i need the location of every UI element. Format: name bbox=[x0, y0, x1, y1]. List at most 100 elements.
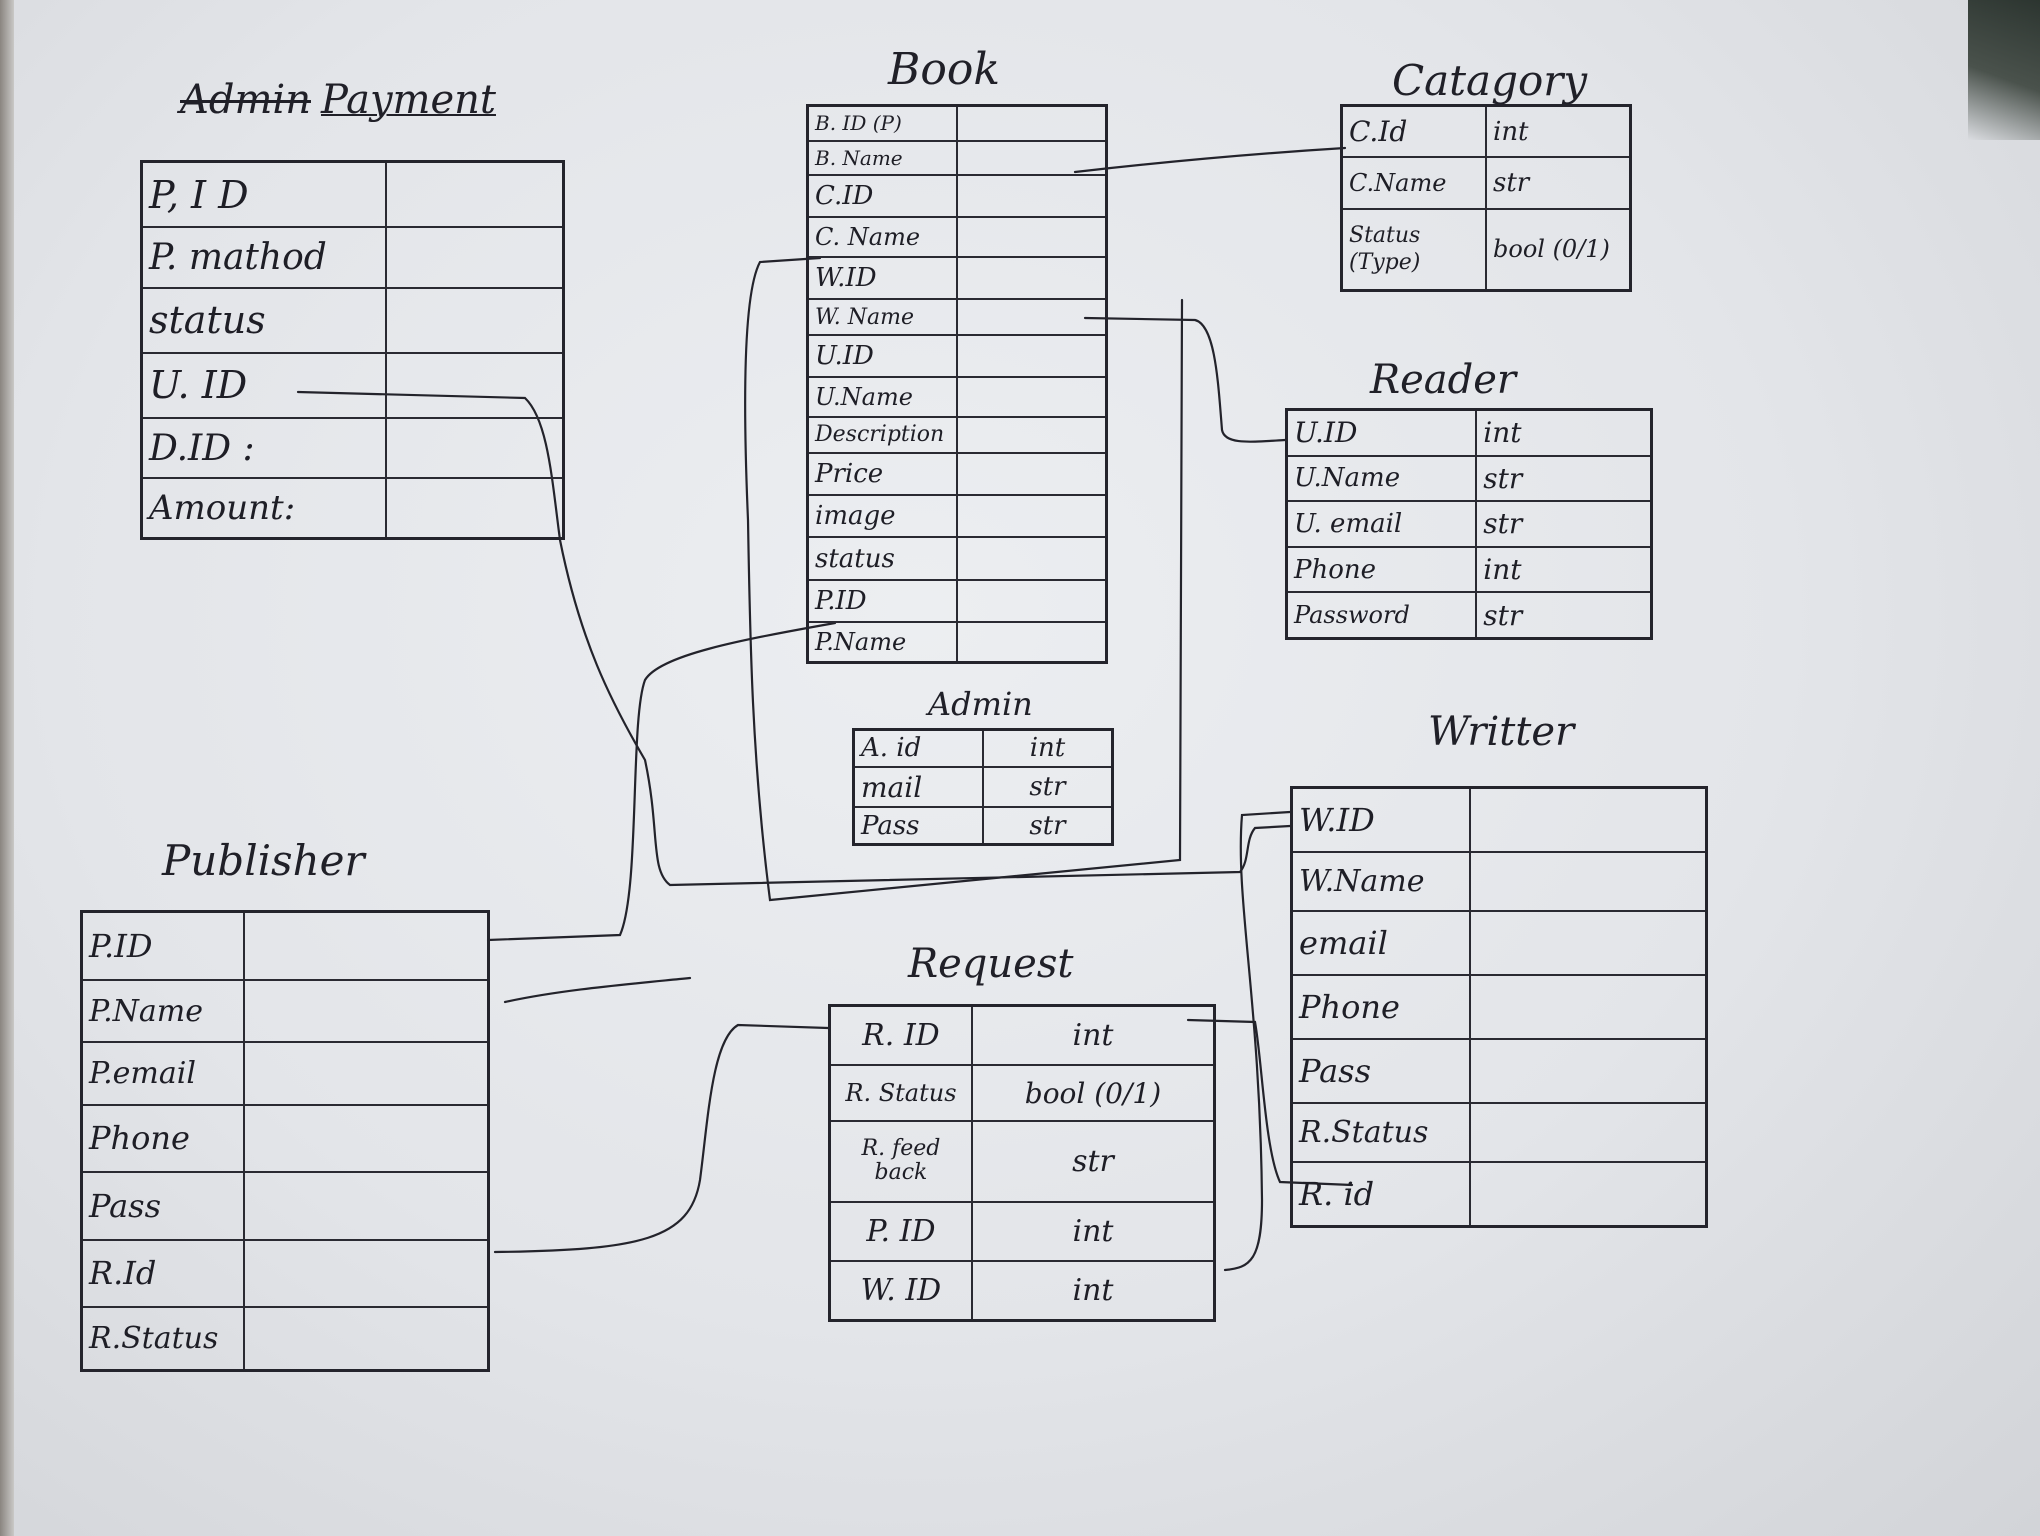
book-rows: B. ID (P) B. Name C.ID C. Name W.ID W. N… bbox=[806, 104, 1108, 664]
field-type: bool (0/1) bbox=[1485, 208, 1632, 292]
table-row: P.email bbox=[80, 1041, 490, 1106]
table-row: R.Id bbox=[80, 1238, 490, 1309]
table-row: Pass bbox=[1290, 1037, 1708, 1104]
connector-book-category bbox=[1073, 146, 1347, 174]
field-type bbox=[385, 286, 565, 354]
field-type bbox=[956, 451, 1108, 497]
field-name: B. Name bbox=[806, 139, 958, 176]
table-row: C.ID bbox=[806, 173, 1108, 219]
table-row: W. Name bbox=[806, 298, 1108, 336]
table-row: B. Name bbox=[806, 139, 1108, 176]
table-row: W.ID bbox=[806, 255, 1108, 301]
field-name: image bbox=[806, 494, 958, 539]
field-name: U.ID bbox=[806, 333, 958, 379]
table-row: image bbox=[806, 494, 1108, 539]
table-payment: P, I D P. mathod status U. ID D.ID : Amo… bbox=[140, 160, 565, 540]
table-row: R. id bbox=[1290, 1160, 1708, 1228]
field-name: R.Id bbox=[80, 1238, 246, 1309]
table-row: B. ID (P) bbox=[806, 104, 1108, 142]
table-row: Phone bbox=[80, 1103, 490, 1174]
field-type bbox=[243, 978, 490, 1044]
table-row: P.Name bbox=[806, 621, 1108, 664]
connector-book-publisher bbox=[486, 621, 837, 942]
writer-rows: W.ID W.Name email Phone Pass R.Status R.… bbox=[1290, 786, 1708, 1228]
field-name: status bbox=[140, 286, 388, 354]
field-type bbox=[243, 1238, 490, 1309]
field-type: int bbox=[1475, 545, 1653, 594]
field-name: U.Name bbox=[806, 376, 958, 419]
table-row: D.ID : bbox=[140, 416, 565, 480]
field-type: str bbox=[982, 765, 1114, 809]
field-type bbox=[1468, 910, 1708, 977]
field-type bbox=[1468, 1037, 1708, 1104]
field-name: W.ID bbox=[1290, 786, 1471, 854]
publisher-rows: P.ID P.Name P.email Phone Pass R.Id R.St… bbox=[80, 910, 490, 1372]
field-name: P, I D bbox=[140, 160, 388, 229]
field-name: Pass bbox=[1290, 1037, 1471, 1104]
table-row: Pass bbox=[80, 1171, 490, 1241]
field-name: U.Name bbox=[1285, 454, 1478, 503]
table-row: Status (Type)bool (0/1) bbox=[1340, 208, 1632, 292]
field-name: C.ID bbox=[806, 173, 958, 219]
field-name: Phone bbox=[1290, 974, 1471, 1040]
entity-title-admin: Admin bbox=[928, 685, 1033, 723]
field-name: R. Status bbox=[828, 1064, 973, 1123]
table-row: R.Status bbox=[80, 1306, 490, 1372]
field-name: Pass bbox=[852, 806, 984, 846]
field-type: int bbox=[982, 728, 1114, 768]
connector-book-reader bbox=[1083, 316, 1287, 443]
field-name: P.ID bbox=[806, 578, 958, 624]
table-row: Description bbox=[806, 416, 1108, 454]
field-type bbox=[1468, 1101, 1708, 1163]
field-type bbox=[243, 1041, 490, 1106]
table-row: W.ID bbox=[1290, 786, 1708, 854]
field-name: C. Name bbox=[806, 216, 958, 258]
connector-writer-request-wid bbox=[1223, 810, 1292, 1272]
field-type bbox=[956, 298, 1108, 336]
field-type bbox=[385, 226, 565, 289]
desk-edge bbox=[0, 0, 14, 1536]
table-row: P.ID bbox=[80, 910, 490, 981]
field-name: C.Id bbox=[1340, 104, 1487, 159]
field-name: Phone bbox=[80, 1103, 246, 1174]
field-type: str bbox=[1475, 591, 1653, 640]
field-name: W.ID bbox=[806, 255, 958, 301]
field-type bbox=[1468, 786, 1708, 854]
field-type bbox=[243, 910, 490, 981]
scribble-mark bbox=[503, 976, 692, 1004]
table-row: U. ID bbox=[140, 351, 565, 419]
field-type: str bbox=[1475, 454, 1653, 503]
field-type bbox=[956, 536, 1108, 581]
field-type bbox=[1468, 974, 1708, 1040]
field-type: int bbox=[970, 1004, 1216, 1067]
table-row: U.ID bbox=[806, 333, 1108, 379]
field-name: U.ID bbox=[1285, 408, 1478, 457]
field-type bbox=[956, 376, 1108, 419]
field-type: str bbox=[1475, 500, 1653, 548]
table-row: C. Name bbox=[806, 216, 1108, 258]
entity-title-publisher: Publisher bbox=[162, 836, 365, 885]
table-row: status bbox=[140, 286, 565, 354]
table-book: B. ID (P) B. Name C.ID C. Name W.ID W. N… bbox=[806, 104, 1108, 664]
field-name: U. email bbox=[1285, 500, 1478, 548]
field-name: Password bbox=[1285, 591, 1478, 640]
table-row: Price bbox=[806, 451, 1108, 497]
field-type bbox=[1468, 1160, 1708, 1228]
connector-book-writer bbox=[744, 256, 1184, 902]
field-name: C.Name bbox=[1340, 156, 1487, 211]
field-name: mail bbox=[852, 765, 984, 809]
field-type bbox=[385, 477, 565, 540]
